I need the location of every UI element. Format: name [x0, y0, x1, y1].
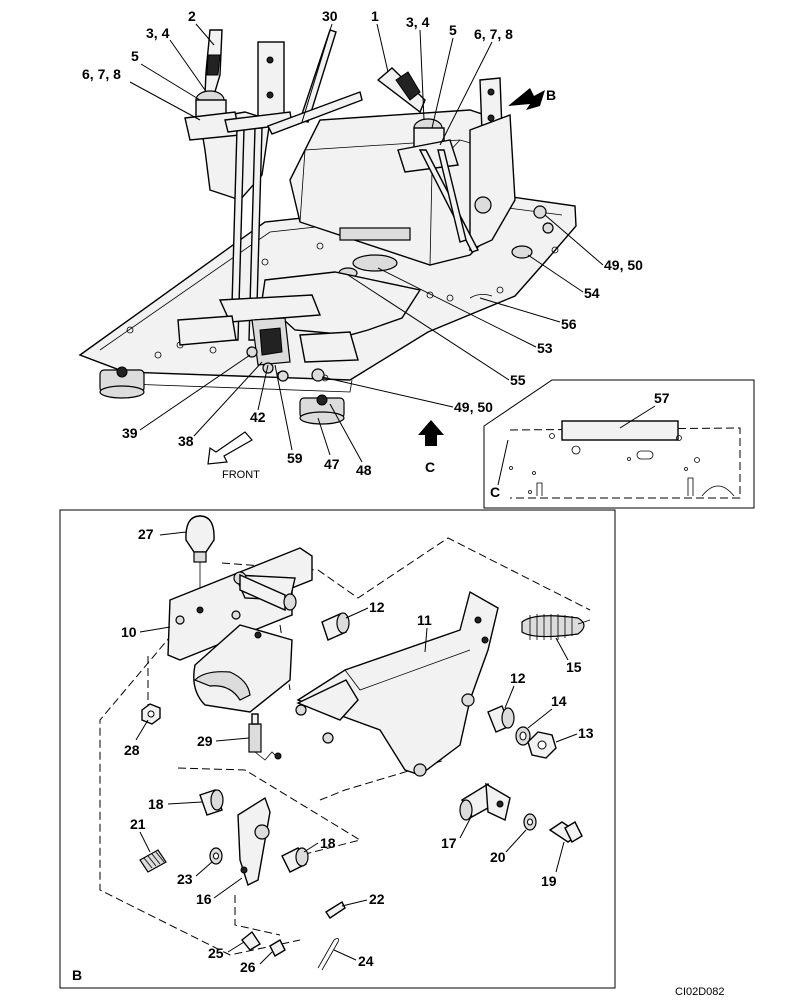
svg-text:2: 2 — [188, 8, 196, 24]
svg-text:53: 53 — [537, 340, 553, 356]
svg-text:18: 18 — [320, 835, 336, 851]
link-16 — [237, 796, 271, 886]
svg-text:48: 48 — [356, 462, 372, 478]
svg-text:59: 59 — [287, 450, 303, 466]
svg-text:25: 25 — [208, 945, 224, 961]
view-c-arrow: C — [418, 420, 444, 475]
svg-text:17: 17 — [441, 835, 457, 851]
svg-text:21: 21 — [130, 816, 146, 832]
svg-text:24: 24 — [358, 953, 374, 969]
left-bracket — [257, 41, 285, 123]
svg-text:5: 5 — [449, 22, 457, 38]
drawing-id: CI02D082 — [675, 986, 725, 998]
rubber-mount-47 — [99, 366, 345, 425]
svg-text:16: 16 — [196, 891, 212, 907]
svg-text:23: 23 — [177, 871, 193, 887]
mount-bolts — [246, 205, 554, 382]
view-b-arrow: B — [508, 87, 556, 110]
svg-text:20: 20 — [490, 849, 506, 865]
control-lever-assembly — [78, 29, 577, 425]
floor-opening-53 — [352, 254, 398, 272]
svg-text:12: 12 — [510, 670, 526, 686]
bolt-19 — [548, 821, 583, 843]
grommet-54 — [511, 245, 533, 259]
svg-text:10: 10 — [121, 624, 137, 640]
svg-text:28: 28 — [124, 742, 140, 758]
svg-text:49, 50: 49, 50 — [604, 257, 643, 273]
svg-text:47: 47 — [324, 456, 340, 472]
spring-21 — [139, 849, 167, 873]
svg-text:1: 1 — [371, 8, 379, 24]
lever-guide — [193, 624, 293, 713]
svg-text:22: 22 — [369, 891, 385, 907]
top-callouts: 2 3, 4 5 6, 7, 8 30 1 3, 4 5 6, 7, 8 49,… — [82, 8, 643, 478]
svg-text:11: 11 — [417, 612, 432, 628]
svg-text:C: C — [425, 459, 435, 475]
pin-17 — [459, 782, 511, 822]
svg-text:15: 15 — [566, 659, 582, 675]
svg-text:29: 29 — [197, 733, 213, 749]
svg-text:12: 12 — [369, 599, 385, 615]
svg-text:30: 30 — [322, 8, 338, 24]
svg-text:6, 7, 8: 6, 7, 8 — [82, 66, 121, 82]
svg-text:39: 39 — [122, 425, 138, 441]
detail-view-b: B — [59, 509, 616, 989]
inset-view-c: 57 C — [483, 379, 755, 509]
svg-text:B: B — [546, 87, 556, 103]
switch-29 — [248, 713, 282, 761]
b-callouts: 27 10 12 11 15 12 14 13 28 29 18 21 18 — [121, 526, 594, 975]
bracket-11 — [296, 590, 499, 777]
svg-text:26: 26 — [240, 959, 256, 975]
svg-text:54: 54 — [584, 285, 600, 301]
svg-text:57: 57 — [654, 390, 670, 406]
svg-text:FRONT: FRONT — [222, 469, 260, 481]
lock-mechanism — [177, 294, 359, 366]
svg-text:14: 14 — [551, 693, 567, 709]
svg-text:19: 19 — [541, 873, 557, 889]
svg-text:B: B — [72, 967, 82, 983]
svg-text:49, 50: 49, 50 — [454, 399, 493, 415]
svg-text:18: 18 — [148, 796, 164, 812]
svg-text:38: 38 — [178, 433, 194, 449]
svg-text:56: 56 — [561, 316, 577, 332]
svg-text:5: 5 — [131, 48, 139, 64]
svg-text:3, 4: 3, 4 — [406, 14, 430, 30]
svg-text:55: 55 — [510, 372, 526, 388]
spring-15 — [521, 614, 591, 640]
svg-text:C: C — [490, 484, 500, 500]
svg-text:6, 7, 8: 6, 7, 8 — [474, 26, 513, 42]
svg-text:42: 42 — [250, 409, 266, 425]
svg-text:13: 13 — [578, 725, 594, 741]
svg-text:27: 27 — [138, 526, 154, 542]
front-arrow: FRONT — [207, 431, 260, 481]
svg-text:3, 4: 3, 4 — [146, 25, 170, 41]
